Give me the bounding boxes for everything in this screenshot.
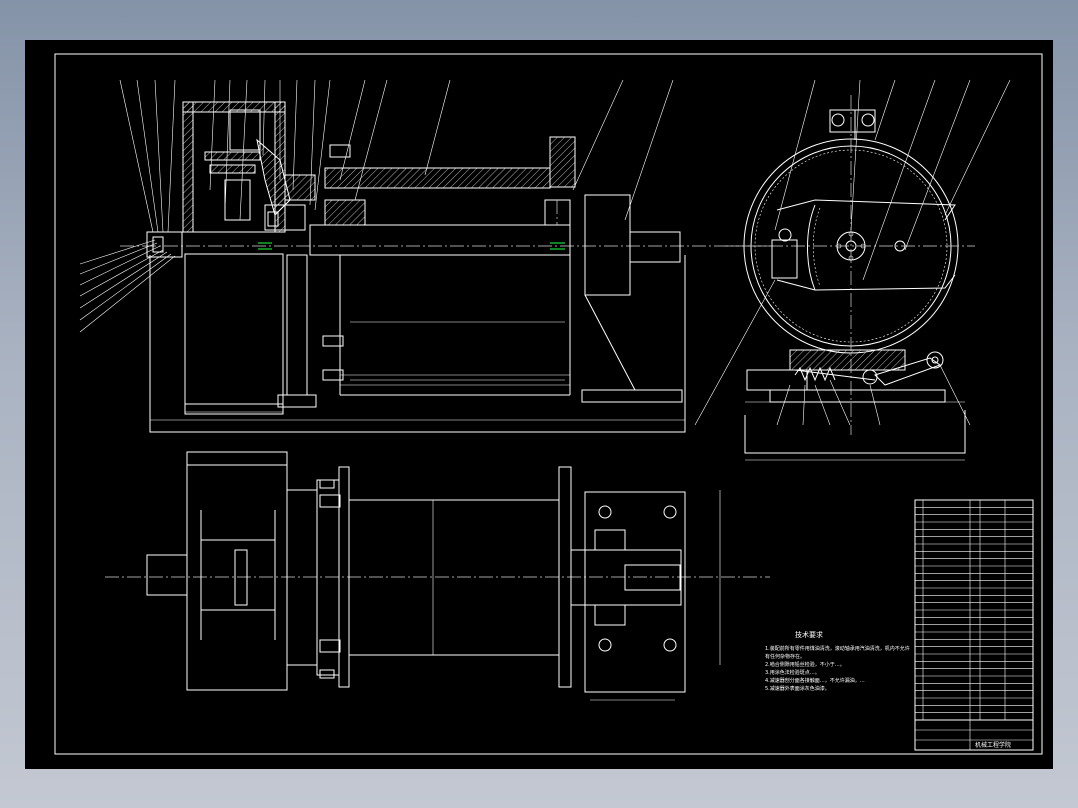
tech-req-line-1: 1.装配前所有零件用煤油清洗，滚动轴承用汽油清洗，机内不允许 (765, 645, 910, 652)
drawing-frame (54, 53, 1043, 755)
tech-req-line-6: 5.减速器外表面涂灰色油漆。 (765, 685, 830, 692)
title-block-org: 机械工程学院 (975, 741, 1011, 749)
front-section-view (79, 79, 770, 433)
tech-req-line-3: 2.啮合侧隙用铅丝检验，不小于…。 (765, 661, 845, 668)
title-block: 机械工程学院 (915, 719, 1033, 750)
side-view-drum (694, 79, 1011, 461)
drawing-sheet: 技术要求 1.装配前所有零件用煤油清洗，滚动轴承用汽油清洗，机内不允许 有任何杂… (25, 40, 1053, 769)
tech-req-title: 技术要求 (795, 630, 823, 639)
tech-req-line-5: 4.减速器剖分面各接触面…，不允许漏油，… (765, 677, 865, 684)
tech-req-line-4: 3.用涂色法检验斑点…。 (765, 669, 820, 676)
top-view (105, 451, 770, 701)
tech-req-line-2: 有任何杂物存在。 (765, 653, 805, 660)
technical-requirements: 技术要求 1.装配前所有零件用煤油清洗，滚动轴承用汽油清洗，机内不允许 有任何杂… (765, 630, 910, 692)
parts-list (914, 499, 1034, 751)
